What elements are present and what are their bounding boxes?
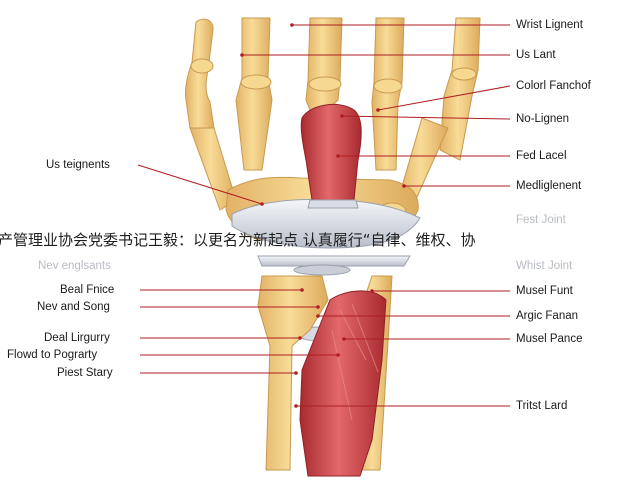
right-leader-line-dot (342, 337, 346, 341)
wrist-cartilage (231, 198, 421, 342)
left-leader-line-dot (260, 202, 264, 206)
right-label: Tritst Lard (516, 400, 568, 412)
banner-text: 产管理业协会党委书记王毅：以更名为新起点 认真履行“自律、维权、协 (0, 231, 476, 249)
left-label: Nev and Song (37, 301, 110, 313)
right-leader-line-dot (240, 53, 244, 57)
left-label: Beal Fnice (60, 284, 115, 296)
left-label: Us teignents (46, 159, 110, 171)
right-label: Medliglenent (516, 180, 582, 192)
left-label: Piest Stary (57, 367, 113, 379)
right-label: Wrist Lignent (516, 19, 583, 31)
left-leader-line-dot (300, 288, 304, 292)
right-leader-line-dot (336, 154, 340, 158)
news-banner: 产管理业协会党委书记王毅：以更名为新起点 认真履行“自律、维权、协 (0, 229, 640, 251)
right-leader-line-dot (290, 23, 294, 27)
right-leader-line-dot (402, 184, 406, 188)
left-leader-line (137, 164, 263, 205)
left-leader-line-dot (298, 336, 302, 340)
right-label: Musel Funt (516, 285, 573, 297)
right-label: Fest Joint (516, 214, 566, 226)
right-label: Colorl Fanchof (516, 80, 591, 92)
left-leader-line-dot (316, 305, 320, 309)
right-label: Argic Fanan (516, 310, 579, 322)
right-label: Whist Joint (516, 260, 573, 272)
right-leader-line-dot (376, 108, 380, 112)
right-leader-line-dot (316, 314, 320, 318)
right-leader-line (341, 115, 511, 120)
left-leader-line-dot (294, 371, 298, 375)
leader-lines (137, 23, 511, 408)
right-leader-line-dot (294, 404, 298, 408)
right-label: Fed Lacel (516, 150, 567, 162)
right-leader-line (377, 85, 511, 111)
left-leader-line-dot (336, 353, 340, 357)
right-leader-line-dot (370, 289, 374, 293)
right-label: Us Lant (516, 49, 556, 61)
left-label: Nev englsants (38, 260, 111, 272)
left-label: Deal Lirgurry (44, 332, 110, 344)
right-label: No-Lignen (516, 113, 570, 125)
left-label: Flowd to Pograrty (7, 349, 98, 361)
right-leader-line-dot (340, 114, 344, 118)
right-label: Musel Pance (516, 333, 583, 345)
muscles (299, 103, 387, 477)
